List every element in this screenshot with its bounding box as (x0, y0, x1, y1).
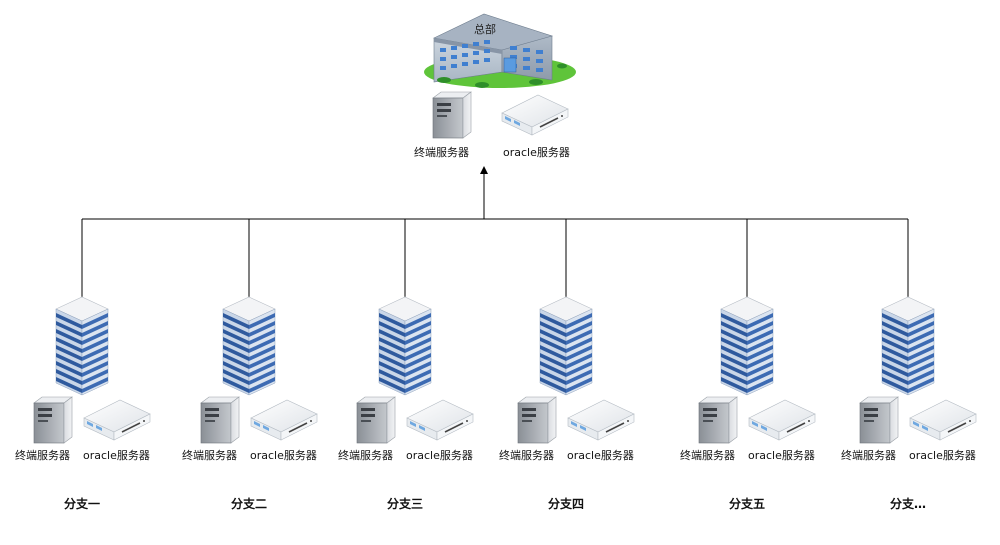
branch-terminal-server-label: 终端服务器 (338, 449, 393, 462)
branch-name: 分支… (889, 497, 927, 511)
branch-groups (33, 296, 977, 444)
branch-oracle-server-label: oracle服务器 (567, 449, 634, 462)
branch-name: 分支二 (230, 497, 268, 511)
connector-lines (81, 166, 909, 297)
server-tower-icon (720, 296, 774, 396)
branch-terminal-server-label: 终端服务器 (182, 449, 237, 462)
server-tower-icon (222, 296, 276, 396)
branch-terminal-server-label: 终端服务器 (841, 449, 896, 462)
branch-terminal-server-label: 终端服务器 (499, 449, 554, 462)
branch-4 (517, 296, 635, 444)
branch-oracle-server-label: oracle服务器 (909, 449, 976, 462)
branch-terminal-server-label: 终端服务器 (15, 449, 70, 462)
rack-server-icon (83, 399, 151, 441)
server-tower-icon (881, 296, 935, 396)
branch-name: 分支一 (63, 497, 101, 511)
terminal-server-icon (33, 396, 73, 444)
terminal-server-icon (432, 91, 472, 139)
branch-name: 分支五 (728, 497, 766, 511)
server-tower-icon (539, 296, 593, 396)
branch-3 (356, 296, 474, 444)
terminal-server-icon (859, 396, 899, 444)
branch-2 (200, 296, 318, 444)
branch-name: 分支四 (547, 497, 585, 511)
hq-oracle-server-label: oracle服务器 (503, 146, 570, 159)
rack-server-icon (501, 94, 569, 136)
branch-name: 分支三 (386, 497, 424, 511)
server-tower-icon (378, 296, 432, 396)
rack-server-icon (250, 399, 318, 441)
branch-5 (698, 296, 816, 444)
rack-server-icon (748, 399, 816, 441)
terminal-server-icon (356, 396, 396, 444)
branch-oracle-server-label: oracle服务器 (406, 449, 473, 462)
terminal-server-icon (517, 396, 557, 444)
branch-6 (859, 296, 977, 444)
branch-terminal-server-label: 终端服务器 (680, 449, 735, 462)
terminal-server-icon (698, 396, 738, 444)
server-tower-icon (55, 296, 109, 396)
rack-server-icon (909, 399, 977, 441)
branch-oracle-server-label: oracle服务器 (250, 449, 317, 462)
rack-server-icon (406, 399, 474, 441)
headquarters-title: 总部 (474, 23, 496, 36)
branch-oracle-server-label: oracle服务器 (748, 449, 815, 462)
headquarters-group (424, 13, 576, 139)
terminal-server-icon (200, 396, 240, 444)
branch-1 (33, 296, 151, 444)
branch-oracle-server-label: oracle服务器 (83, 449, 150, 462)
hq-terminal-server-label: 终端服务器 (414, 146, 469, 159)
office-building-icon (424, 13, 576, 88)
rack-server-icon (567, 399, 635, 441)
